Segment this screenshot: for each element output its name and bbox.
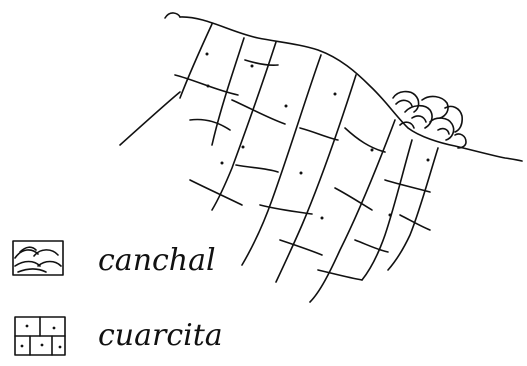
quartzite-brick-pattern-icon — [15, 317, 65, 355]
quartzite-dots — [206, 53, 430, 220]
legend-label-canchal: canchal — [98, 243, 216, 278]
legend-label-cuarcita: cuarcita — [98, 318, 223, 353]
ground-surface-line — [165, 13, 522, 161]
legend-item-cuarcita: cuarcita — [15, 317, 223, 355]
scree-pattern-icon — [13, 241, 63, 275]
legend-item-canchal: canchal — [13, 241, 216, 278]
